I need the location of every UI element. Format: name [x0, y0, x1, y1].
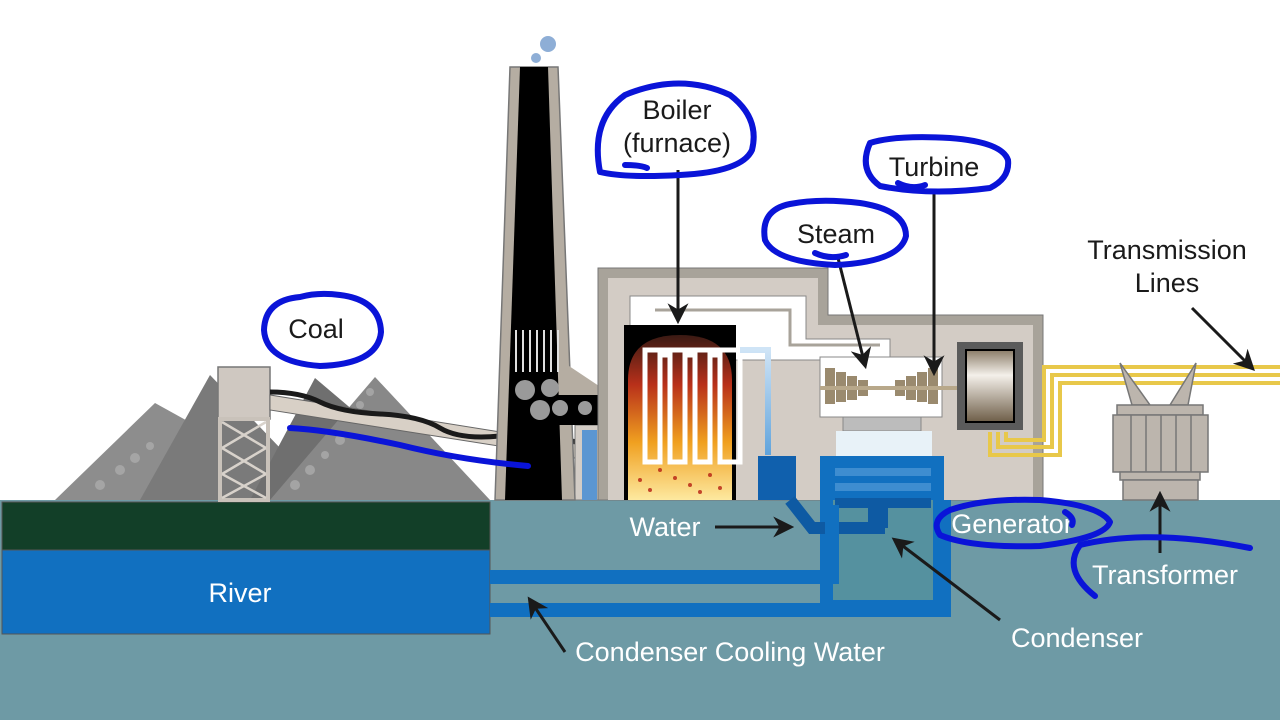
condenser: [820, 456, 944, 614]
smoke-puff: [540, 36, 556, 52]
coal-circle: [261, 290, 384, 369]
arrow-transmission: [1190, 306, 1255, 371]
boiler-circle: [594, 80, 757, 179]
generator-circle: [933, 496, 1113, 550]
hand-annotations: [261, 80, 1253, 599]
transmission-label-line1: Transmission: [1087, 235, 1247, 265]
turbine-label: Turbine: [889, 152, 980, 182]
arrow-cooling-water: [527, 596, 567, 653]
steam-label: Steam: [797, 219, 875, 249]
transformer: [1112, 362, 1209, 501]
steam-circle: [761, 197, 909, 268]
turbine-circle: [862, 134, 1012, 195]
generator: [957, 342, 1023, 430]
transformer-label: Transformer: [1092, 560, 1238, 590]
condenser-cooling-water-label: Condenser Cooling Water: [575, 637, 885, 667]
water-pipe: [785, 496, 885, 534]
generator-label: Generator: [951, 509, 1073, 539]
boiler-label-line2: (furnace): [623, 128, 731, 158]
arrow-steam: [836, 257, 872, 370]
boiler: [624, 325, 796, 500]
coal-label: Coal: [288, 314, 344, 344]
condenser-label: Condenser: [1011, 623, 1143, 653]
conveyor-underline: [287, 425, 531, 469]
coal-tower: [217, 366, 271, 502]
transformer-underline: [1070, 534, 1253, 599]
boiler-label-line1: Boiler: [642, 95, 711, 125]
turbine: [819, 356, 960, 456]
arrow-condenser: [891, 537, 1001, 622]
ground-green-bank: [1, 501, 491, 551]
coal-piles: [55, 375, 490, 500]
water-label: Water: [629, 512, 700, 542]
transmission-label-line2: Lines: [1135, 268, 1200, 298]
pointer-arrows: [527, 170, 1255, 653]
smokestack: [494, 36, 630, 501]
river: [1, 549, 491, 635]
river-label: River: [208, 578, 271, 608]
